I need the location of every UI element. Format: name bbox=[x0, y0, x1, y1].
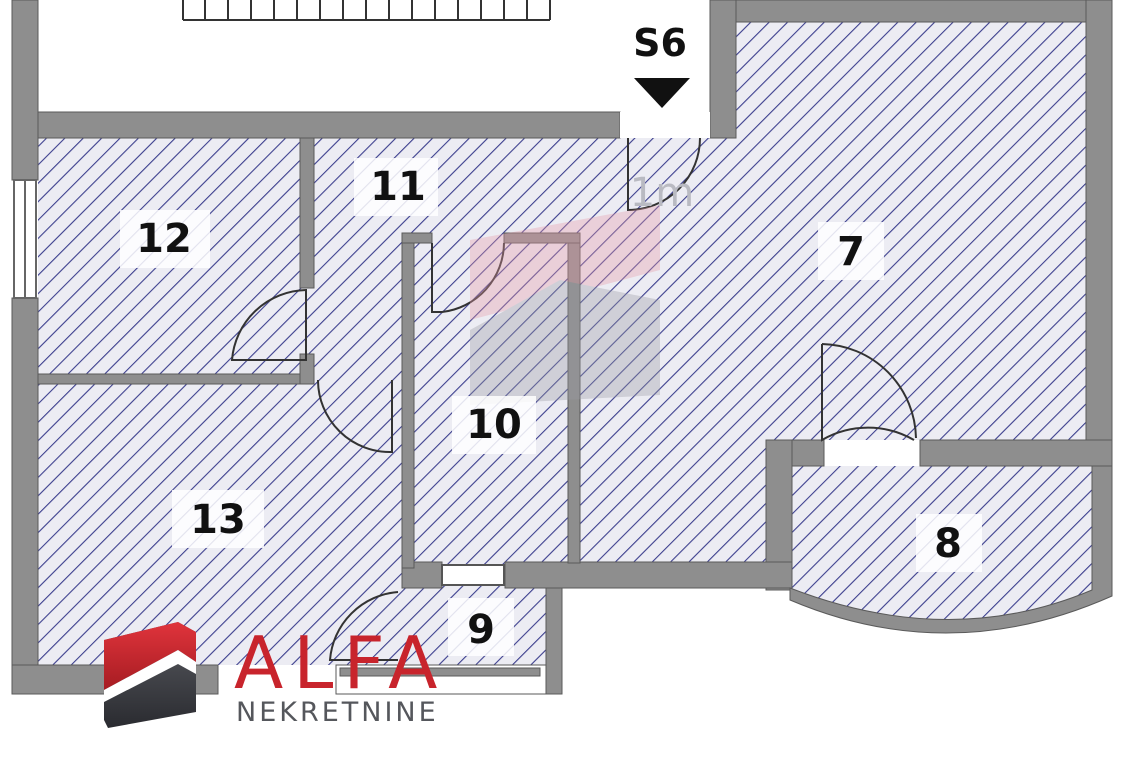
room-label-9: 9 bbox=[467, 607, 495, 653]
stair-direction-arrow bbox=[634, 78, 690, 108]
room-label-7: 7 bbox=[837, 229, 865, 275]
stair-label: S6 bbox=[633, 21, 687, 65]
watermark bbox=[470, 205, 660, 405]
stairwell bbox=[40, 0, 710, 112]
stair-treads bbox=[182, 0, 551, 21]
room-label-12: 12 bbox=[136, 216, 192, 262]
room-labels: 7 8 9 10 11 12 13 bbox=[120, 158, 982, 656]
room-label-11: 11 bbox=[370, 164, 426, 210]
alfa-logo: ALFA NEKRETNINE bbox=[104, 621, 447, 728]
room-label-10: 10 bbox=[466, 402, 522, 448]
logo-title: ALFA bbox=[234, 621, 447, 705]
door-swings bbox=[13, 112, 917, 661]
logo-subtitle: NEKRETNINE bbox=[236, 697, 439, 728]
room-label-8: 8 bbox=[934, 521, 962, 567]
room-label-13: 13 bbox=[190, 497, 246, 543]
scale-label: 1m bbox=[630, 170, 694, 216]
